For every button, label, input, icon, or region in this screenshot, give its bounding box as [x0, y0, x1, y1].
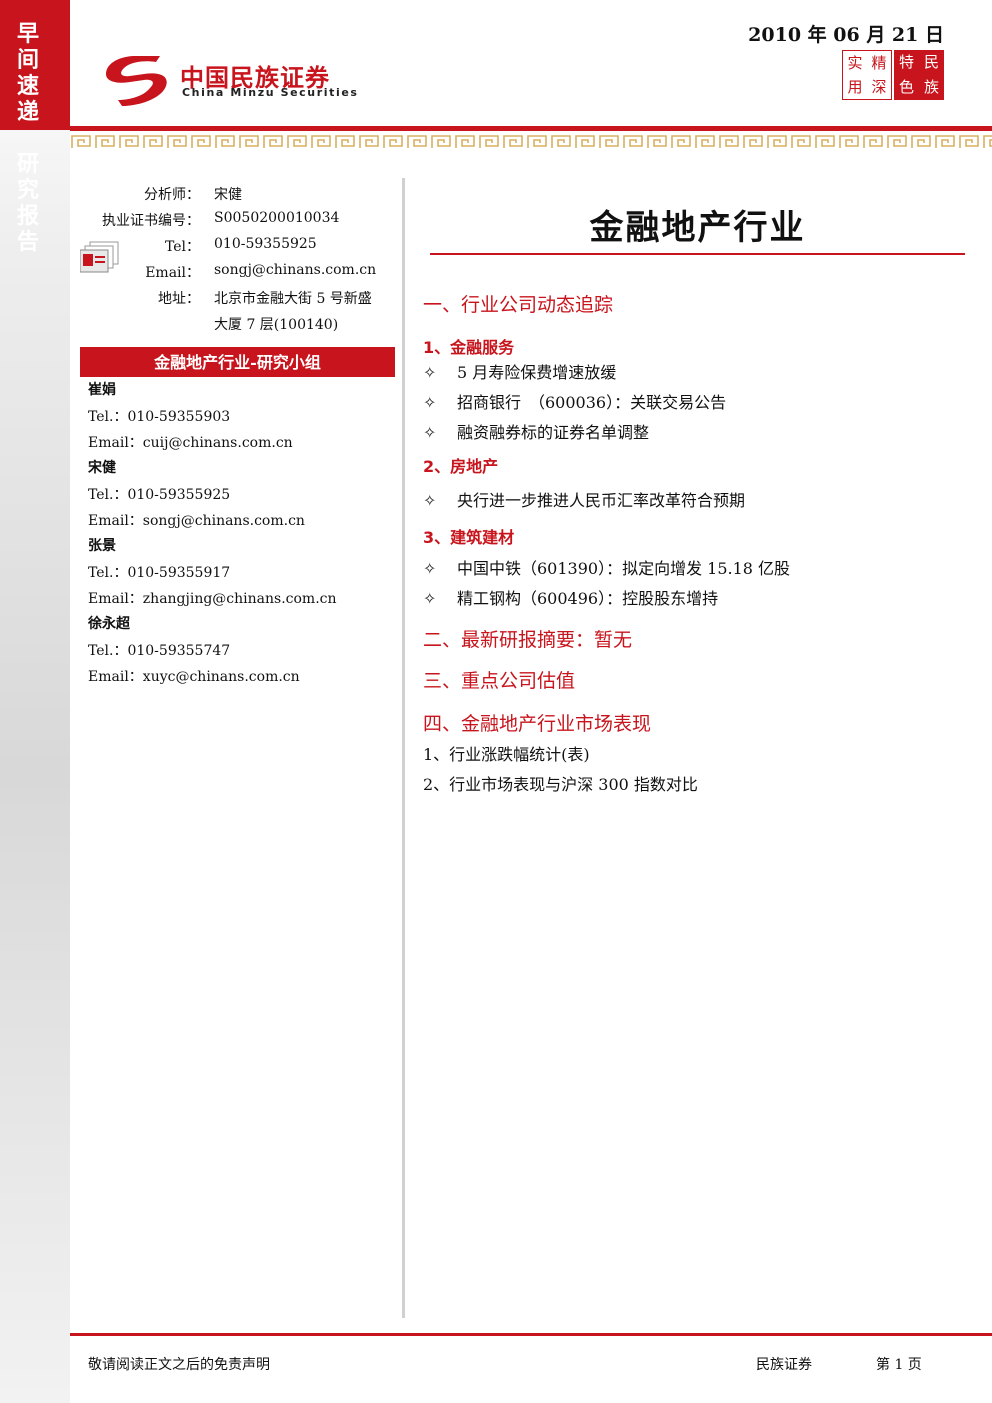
meander-pattern — [70, 134, 992, 150]
info-row-analyst: 分析师： 宋健 — [78, 180, 398, 206]
seal-char: 特 — [898, 53, 914, 71]
item-text: 中国中铁（601390）：拟定向增发 15.18 亿股 — [457, 559, 791, 578]
section-heading: 三、重点公司估值 — [423, 670, 576, 692]
footer-page-number: 第 1 页 — [876, 1357, 922, 1373]
title-underline — [430, 253, 965, 255]
motto-seal: 实 精 用 深 特 民 色 族 — [842, 50, 944, 100]
item-text: 招商银行 （600036）：关联交易公告 — [457, 393, 727, 412]
logo-mark-icon — [106, 56, 167, 106]
info-label: Tel： — [164, 239, 200, 255]
analyst-info: 分析师： 宋健 执业证书编号： S0050200010034 Tel： 010-… — [78, 180, 398, 336]
list-item[interactable]: ✧ 中国中铁（601390）：拟定向增发 15.18 亿股 — [423, 554, 973, 584]
list-item[interactable]: ✧ 央行进一步推进人民币汇率改革符合预期 — [423, 486, 973, 516]
diamond-bullet-icon: ✧ — [423, 491, 437, 510]
subsection-heading: 2、房地产 — [423, 457, 499, 476]
section-heading: 四、金融地产行业市场表现 — [423, 713, 652, 735]
report-title: 金融地产行业 — [589, 208, 806, 248]
member-tel: Tel.：010-59355747 — [88, 643, 231, 659]
item-text: 融资融券标的证券名单调整 — [457, 423, 650, 442]
diamond-bullet-icon: ✧ — [423, 363, 437, 382]
section-heading: 二、最新研报摘要：暂无 — [423, 629, 633, 651]
left-sidebar: 早间速递 研究报告 — [0, 0, 70, 1403]
team-title-bar: 金融地产行业-研究小组 — [80, 347, 395, 377]
info-label: 地址： — [158, 291, 200, 307]
business-card-icon — [80, 241, 119, 273]
sidebar-label-bottom: 研究报告 — [16, 152, 39, 255]
seal-left: 实 精 用 深 — [842, 50, 892, 100]
seal-char: 实 — [847, 54, 863, 72]
list-item[interactable]: 1、行业涨跌幅统计(表) — [423, 745, 590, 764]
member-tel: Tel.：010-59355917 — [88, 565, 231, 581]
seal-char: 色 — [898, 78, 914, 96]
section-heading: 一、行业公司动态追踪 — [423, 294, 614, 316]
company-logo: 中国民族证券 China Minzu Securities — [100, 52, 390, 108]
info-row-cert: 执业证书编号： S0050200010034 — [78, 206, 398, 232]
diamond-bullet-icon: ✧ — [423, 393, 437, 412]
info-label: Email： — [145, 265, 200, 281]
diamond-bullet-icon: ✧ — [423, 423, 437, 442]
info-row-email: Email： songj@chinans.com.cn — [78, 258, 398, 284]
subsection-heading: 3、建筑建材 — [423, 528, 515, 547]
seal-char: 深 — [871, 78, 887, 96]
list-item[interactable]: ✧ 5 月寿险保费增速放缓 — [423, 358, 973, 388]
footer-rule — [70, 1333, 992, 1336]
diamond-bullet-icon: ✧ — [423, 589, 437, 608]
member-name: 张景 — [88, 538, 116, 554]
info-value: 宋健 — [214, 187, 242, 203]
report-date: 2010 年 06 月 21 日 — [748, 24, 944, 46]
sidebar-red-block: 早间速递 — [0, 0, 70, 130]
seal-char: 用 — [847, 78, 863, 96]
info-value[interactable]: songj@chinans.com.cn — [214, 262, 377, 278]
member-name: 宋健 — [88, 460, 116, 476]
subsection-heading: 1、金融服务 — [423, 338, 515, 357]
info-value: 北京市金融大街 5 号新盛 — [214, 291, 372, 307]
logo-chinese-text: 中国民族证券 — [180, 64, 330, 92]
info-row-tel: Tel： 010-59355925 — [78, 232, 398, 258]
item-text: 央行进一步推进人民币汇率改革符合预期 — [457, 491, 746, 510]
info-label: 分析师： — [144, 187, 200, 203]
decorative-band — [70, 126, 992, 153]
item-text: 精工钢构（600496）：控股股东增持 — [457, 589, 719, 608]
info-row-address-cont: 大厦 7 层(100140) — [78, 310, 398, 336]
column-divider — [402, 178, 405, 1318]
member-email[interactable]: Email：cuij@chinans.com.cn — [88, 435, 293, 451]
list-item[interactable]: 2、行业市场表现与沪深 300 指数对比 — [423, 775, 698, 794]
seal-char: 民 — [923, 53, 939, 71]
member-email[interactable]: Email：zhangjing@chinans.com.cn — [88, 591, 337, 607]
footer-company: 民族证券 — [756, 1357, 812, 1373]
seal-char: 精 — [871, 54, 887, 72]
list-item[interactable]: ✧ 精工钢构（600496）：控股股东增持 — [423, 584, 973, 614]
seal-right: 特 民 色 族 — [894, 50, 944, 100]
info-label: 执业证书编号： — [102, 213, 200, 229]
band-red-line — [70, 126, 992, 131]
info-value: 大厦 7 层(100140) — [214, 317, 339, 333]
member-tel: Tel.：010-59355903 — [88, 409, 231, 425]
member-email[interactable]: Email：xuyc@chinans.com.cn — [88, 669, 300, 685]
item-text: 5 月寿险保费增速放缓 — [457, 363, 617, 382]
diamond-bullet-icon: ✧ — [423, 559, 437, 578]
team-list: 崔娟 Tel.：010-59355903 Email：cuij@chinans.… — [88, 378, 398, 690]
info-value: 010-59355925 — [214, 236, 317, 252]
info-row-address: 地址： 北京市金融大街 5 号新盛 — [78, 284, 398, 310]
member-tel: Tel.：010-59355925 — [88, 487, 231, 503]
info-value: S0050200010034 — [214, 210, 340, 226]
logo-english-text: China Minzu Securities — [182, 86, 359, 99]
member-name: 崔娟 — [88, 382, 116, 398]
sidebar-label-top: 早间速递 — [16, 22, 39, 125]
report-body: 一、行业公司动态追踪 1、金融服务 ✧ 5 月寿险保费增速放缓 ✧ 招商银行 （60… — [423, 290, 973, 800]
member-email[interactable]: Email：songj@chinans.com.cn — [88, 513, 305, 529]
list-item[interactable]: ✧ 融资融券标的证券名单调整 — [423, 418, 973, 448]
footer-disclaimer: 敬请阅读正文之后的免责声明 — [88, 1357, 270, 1373]
list-item[interactable]: ✧ 招商银行 （600036）：关联交易公告 — [423, 388, 973, 418]
seal-char: 族 — [923, 78, 939, 96]
member-name: 徐永超 — [88, 616, 130, 632]
